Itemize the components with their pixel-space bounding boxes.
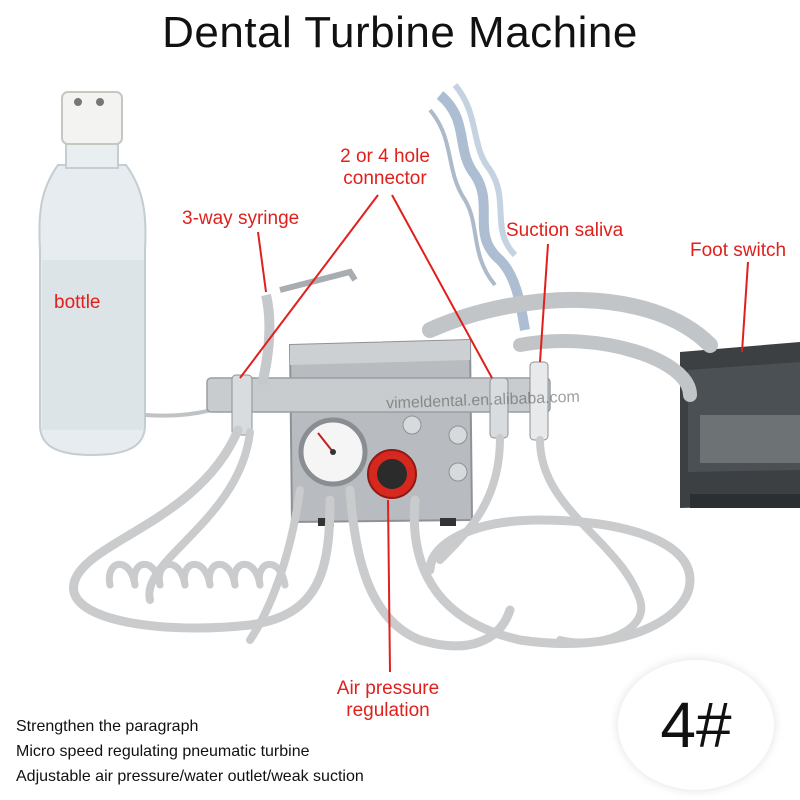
bottle-label: bottle [54,292,101,313]
leader-lines [239,194,749,673]
connector-label-line1: 2 or 4 hole [340,146,430,167]
foot-switch [680,342,800,508]
feature-item: Adjustable air pressure/water outlet/wea… [16,768,364,785]
water-spray [428,83,530,331]
connector-label-line2: connector [343,168,427,189]
feature-list: Strengthen the paragraph Micro speed reg… [16,714,364,789]
feature-item: Micro speed regulating pneumatic turbine [16,743,310,760]
foot-switch-label: Foot switch [690,240,787,261]
air-pressure-label-line2: regulation [346,700,430,721]
connector-label: 2 or 4 hole connector [330,146,440,190]
handpieces [231,268,549,441]
water-bottle [38,91,147,457]
tubes [69,425,695,651]
syringe-label: 3-way syringe [182,208,300,229]
feature-item: Strengthen the paragraph [16,718,199,735]
suction-label: Suction saliva [506,220,624,241]
air-pressure-label: Air pressure regulation [326,678,450,722]
model-badge: 4# [618,660,774,790]
air-pressure-label-line1: Air pressure [336,678,440,699]
page-title: Dental Turbine Machine [162,8,638,57]
